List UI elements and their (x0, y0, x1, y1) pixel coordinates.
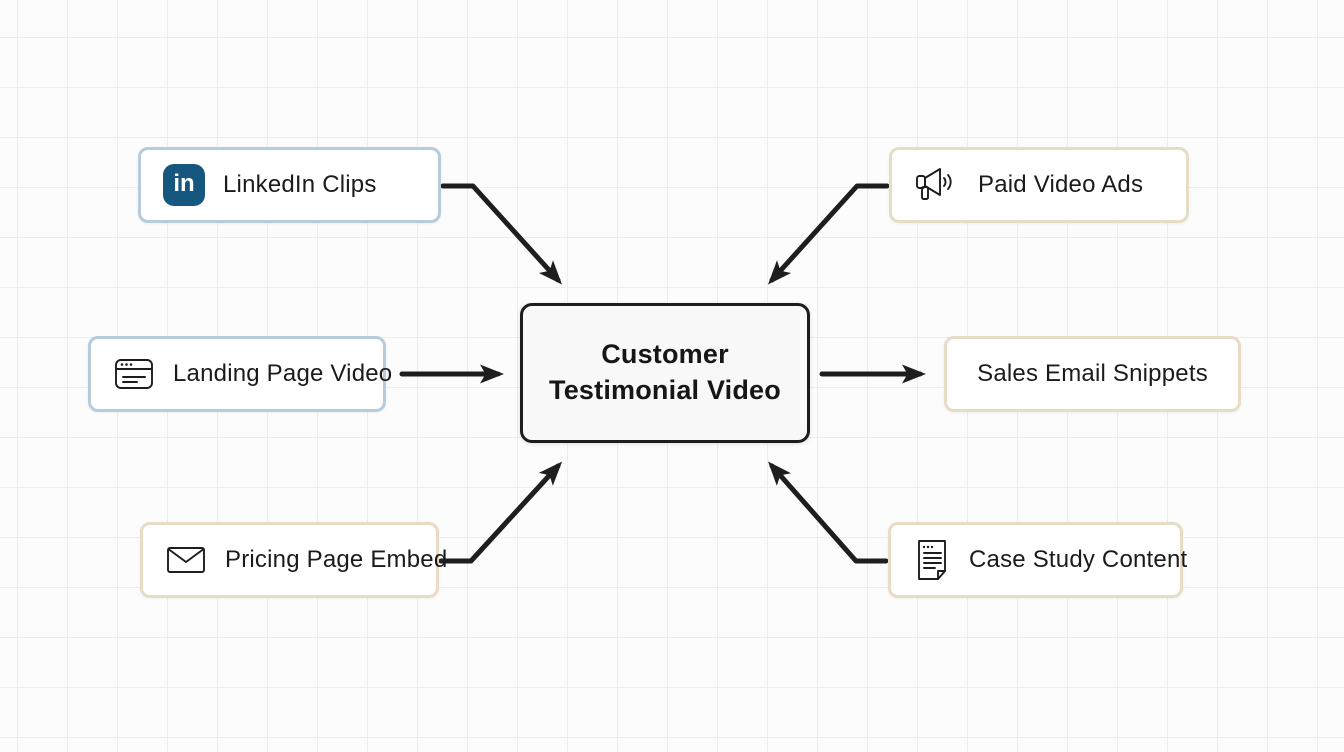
envelope-icon (165, 544, 207, 576)
linkedin-icon: in (163, 164, 205, 206)
center-node-label-line2: Testimonial Video (549, 375, 781, 405)
node-sales-email-snippets[interactable]: Sales Email Snippets (944, 336, 1241, 412)
node-label: Sales Email Snippets (977, 360, 1208, 387)
node-case-study-content[interactable]: Case Study Content (888, 522, 1187, 598)
arrow-linkedin-to-center (440, 183, 563, 285)
node-linkedin-clips[interactable]: in LinkedIn Clips (138, 147, 441, 223)
browser-window-icon (113, 356, 155, 392)
node-label: Case Study Content (969, 546, 1188, 573)
center-node-label-line1: Customer (601, 339, 729, 370)
node-label: Pricing Page Embed (225, 546, 448, 573)
arrow-paid-ads-to-center (767, 183, 890, 285)
node-label: Paid Video Ads (978, 171, 1144, 198)
node-label: Landing Page Video (173, 360, 393, 387)
arrow-case-study-to-center (768, 461, 889, 564)
arrow-pricing-to-center (438, 461, 563, 564)
megaphone-icon (914, 165, 960, 205)
node-label: LinkedIn Clips (223, 171, 377, 198)
node-pricing-page-embed[interactable]: Pricing Page Embed (140, 522, 447, 598)
node-paid-video-ads[interactable]: Paid Video Ads (889, 147, 1189, 223)
node-landing-page-video[interactable]: Landing Page Video (88, 336, 392, 412)
document-icon (913, 538, 951, 582)
node-customer-testimonial-video[interactable]: Customer Testimonial Video (520, 303, 810, 443)
